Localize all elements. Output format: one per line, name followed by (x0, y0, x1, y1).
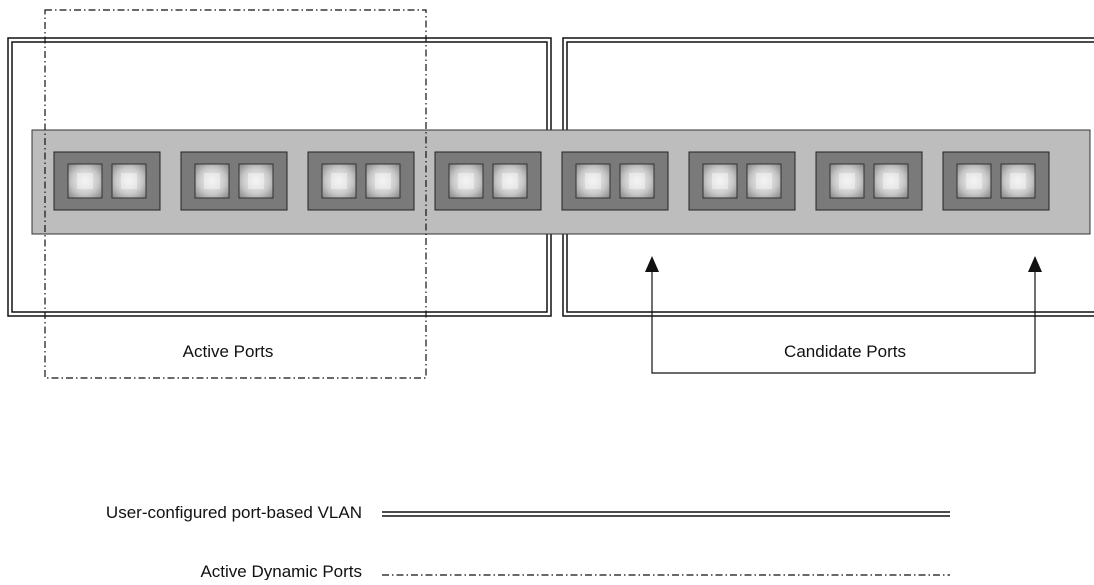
port-highlight (331, 173, 347, 189)
port-highlight (839, 173, 855, 189)
port-highlight (458, 173, 474, 189)
port-icon (1000, 163, 1036, 199)
active-ports-label: Active Ports (183, 342, 274, 361)
port-highlight (712, 173, 728, 189)
legend-active-dynamic-label: Active Dynamic Ports (200, 562, 362, 580)
port-groups (53, 151, 1050, 211)
candidate-ports-label: Candidate Ports (784, 342, 906, 361)
arrow-up-icon (645, 256, 659, 272)
legend-user-vlan-label: User-configured port-based VLAN (106, 503, 362, 522)
port-highlight (77, 173, 93, 189)
port-highlight (966, 173, 982, 189)
port-highlight (585, 173, 601, 189)
port-highlight (756, 173, 772, 189)
port-highlight (502, 173, 518, 189)
active-dynamic-ports-box (44, 9, 427, 379)
port-highlight (1010, 173, 1026, 189)
legend-double-line (382, 511, 950, 517)
port-highlight (204, 173, 220, 189)
port-highlight (883, 173, 899, 189)
legend: User-configured port-based VLAN Active D… (106, 503, 950, 581)
port-highlight (121, 173, 137, 189)
candidate-ports-bracket (645, 256, 1042, 374)
port-highlight (248, 173, 264, 189)
port-highlight (629, 173, 645, 189)
arrow-up-icon (1028, 256, 1042, 272)
port-highlight (375, 173, 391, 189)
